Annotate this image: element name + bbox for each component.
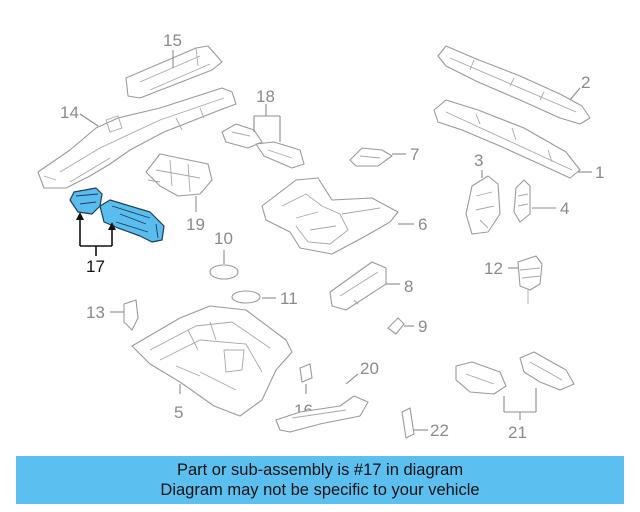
part-3[interactable] [465, 175, 501, 235]
part-17[interactable] [69, 187, 165, 243]
part-4[interactable] [513, 179, 531, 223]
callout-17: 17 [86, 257, 105, 276]
callout-2: 2 [581, 73, 590, 92]
part-12[interactable] [517, 255, 543, 304]
part-7[interactable] [349, 147, 393, 167]
part-20[interactable] [275, 395, 369, 433]
part-13[interactable] [123, 299, 139, 331]
callout-15: 15 [163, 31, 182, 50]
callout-9: 9 [418, 317, 427, 336]
part-22[interactable] [401, 407, 415, 439]
part-1[interactable] [433, 99, 581, 179]
part-10[interactable] [209, 264, 239, 280]
part-18[interactable] [221, 123, 305, 169]
banner-line-2: Diagram may not be specific to your vehi… [160, 481, 480, 499]
callout-21: 21 [508, 423, 527, 442]
banner-line-1: Part or sub-assembly is #17 in diagram [176, 461, 464, 479]
part-9[interactable] [387, 317, 405, 335]
callout-8: 8 [404, 277, 413, 296]
callout-6: 6 [418, 215, 427, 234]
callout-12: 12 [484, 259, 503, 278]
callout-18: 18 [256, 87, 275, 106]
callout-20: 20 [360, 359, 379, 378]
callout-3: 3 [474, 151, 483, 170]
callout-19: 19 [186, 215, 205, 234]
part-19[interactable] [145, 153, 213, 197]
part-8[interactable] [329, 261, 387, 311]
callout-5: 5 [174, 403, 183, 422]
callout-1: 1 [595, 163, 604, 182]
part-2[interactable] [437, 45, 591, 125]
part-5[interactable] [131, 305, 293, 417]
callout-14: 14 [60, 103, 79, 122]
part-14[interactable] [37, 87, 237, 189]
callout-10: 10 [214, 229, 233, 248]
callout-22: 22 [430, 421, 449, 440]
part-6[interactable] [261, 177, 399, 255]
callout-7: 7 [410, 145, 419, 164]
callout-11: 11 [280, 289, 298, 308]
callout-13: 13 [86, 303, 105, 322]
part-16[interactable] [299, 363, 313, 383]
callout-4: 4 [560, 199, 569, 218]
parts-diagram: 15 14 17 18 19 7 6 [37, 31, 604, 442]
part-15[interactable] [125, 45, 223, 99]
part-21[interactable] [455, 351, 575, 395]
info-banner: Part or sub-assembly is #17 in diagram D… [16, 456, 624, 504]
part-11[interactable] [231, 290, 261, 304]
